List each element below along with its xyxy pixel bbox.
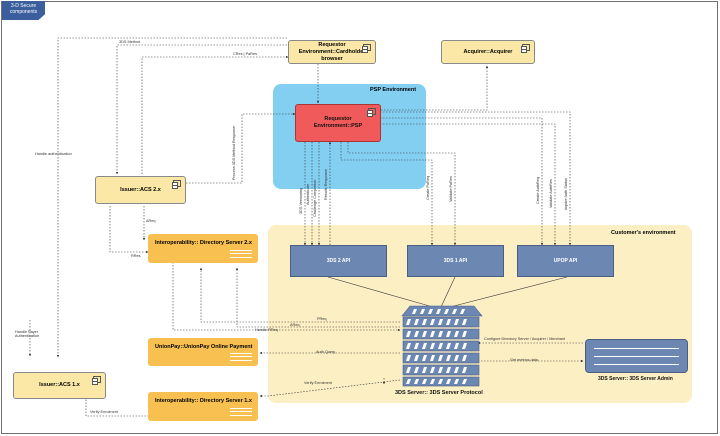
server-rack-shape <box>401 305 483 387</box>
configure-label: Configure Directory Server / Acquirer / … <box>484 337 566 341</box>
verify-enrolment-label: Verify Enrolment <box>304 381 332 385</box>
server-admin-label: 3DS Server:: 3DS Server Admin <box>598 376 673 382</box>
verify-enrolment-ds1-link <box>84 391 155 417</box>
cres-pares-label: CRes | PaRes <box>233 52 257 56</box>
inquire-auth-label: Inquire Auth Status <box>564 177 568 210</box>
api-upop-label: UPOP API <box>553 257 578 264</box>
server-protocol-label: 3DS Server:: 3DS Server Protocol <box>395 390 483 396</box>
ds-versioning-label: 3DS Versioning <box>299 187 303 214</box>
handle-rreq-link <box>172 262 401 332</box>
requestor-psp-component[interactable]: Requestor Environment::PSP <box>295 104 381 142</box>
cres-pares-link <box>141 55 289 174</box>
server-to-ds2-link <box>199 267 400 323</box>
server-admin-box[interactable] <box>585 339 688 373</box>
authenticate-label: Authenticate <box>306 183 310 205</box>
issuer-acs1-component[interactable]: Issuer::ACS 1.x <box>13 372 106 399</box>
psp-to-acquirer-link <box>372 65 489 111</box>
diagram-badge: 3-D Secure components <box>2 1 45 20</box>
api-3ds2-bus <box>327 276 434 308</box>
api-3ds1-label: 3DS 1 API <box>443 257 468 264</box>
component-icon <box>362 44 371 53</box>
validate-authres-label: Validate AuthRes <box>549 179 553 208</box>
create-authreq-label: Create AuthReq <box>536 176 540 204</box>
acquirer-component[interactable]: Acquirer::Acquirer <box>441 40 535 64</box>
customer-environment-title: Customer's environment <box>611 230 676 236</box>
api-3ds1-bus <box>440 276 456 308</box>
handle-auth-link <box>56 37 287 358</box>
create-authreq-link <box>380 117 544 246</box>
unionpay-component[interactable]: UnionPay::UnionPay Online Payment <box>148 338 258 366</box>
validate-authres-link <box>380 123 557 246</box>
verify-enrolment-link <box>259 379 401 398</box>
create-pareq-label: Create PaReq <box>426 175 430 200</box>
handle-auth-label: Handle authentication <box>35 152 72 156</box>
validate-pares-label: Validate PaRes <box>449 176 453 202</box>
acs2-rres-link <box>109 206 149 254</box>
component-icon <box>521 44 530 53</box>
handle-pareq-label: Handle Payer Authentication <box>15 330 40 338</box>
api-upop-component[interactable]: UPOP API <box>517 245 614 277</box>
list-icon <box>230 408 252 416</box>
process-method-link <box>186 112 296 184</box>
directory-server-1-label: Interoperability:: Directory Server 1.x <box>155 398 252 404</box>
api-3ds2-component[interactable]: 3DS 2 API <box>290 245 387 277</box>
directory-server-2-component[interactable]: Interoperability:: Directory Server 2.x <box>148 234 258 263</box>
rres-label: RRes <box>131 254 141 258</box>
issuer-acs2-component[interactable]: Issuer::ACS 2.x <box>95 176 186 204</box>
api-upop-bus <box>449 276 568 308</box>
api-3ds2-label: 3DS 2 API <box>326 257 351 264</box>
process-method-label: Process 3DS Method Response <box>232 125 236 180</box>
areq-line-label: AReq <box>290 323 300 327</box>
server-preq-link <box>235 267 400 328</box>
directory-server-1-component[interactable]: Interoperability:: Directory Server 1.x <box>148 392 258 421</box>
auth-query-label: Auth Query <box>316 350 336 354</box>
component-icon <box>367 108 376 117</box>
threeds-method-label: 3DS Method <box>119 40 141 44</box>
issuer-acs2-label: Issuer::ACS 2.x <box>120 186 161 193</box>
verify-enrolment-ds1-label: Verify Enrolment <box>90 410 118 414</box>
list-icon <box>230 353 252 361</box>
issuer-acs1-label: Issuer::ACS 1.x <box>39 382 80 388</box>
handle-rreq-label: Handle RReq <box>255 328 278 332</box>
api-3ds1-component[interactable]: 3DS 1 API <box>407 245 504 277</box>
unionpay-label: UnionPay::UnionPay Online Payment <box>155 344 253 350</box>
validate-pares-link <box>347 142 457 246</box>
areq-label: AReq <box>146 219 156 223</box>
component-icon <box>92 376 101 385</box>
requestor-psp-label: Requestor Environment::PSP <box>313 116 363 129</box>
list-icon <box>230 250 252 258</box>
preq-label: PReq <box>317 317 327 321</box>
challenge-label: Challenge Completion <box>313 179 317 217</box>
psp-environment-title: PSP Environment <box>370 87 417 93</box>
threeds-method-link <box>115 44 290 175</box>
inquire-auth-link <box>380 111 572 246</box>
component-icon <box>172 180 181 189</box>
get-metrics-label: Get metrics data <box>510 358 538 362</box>
directory-server-2-label: Interoperability:: Directory Server 2.x <box>155 240 252 246</box>
requestor-browser-label: Requestor Environment::Cardholder browse… <box>298 41 366 62</box>
requestor-browser-component[interactable]: Requestor Environment::Cardholder browse… <box>288 40 376 64</box>
results-label: Results Response <box>324 169 328 200</box>
acquirer-label: Acquirer::Acquirer <box>463 48 513 55</box>
create-pareq-link <box>340 142 434 246</box>
